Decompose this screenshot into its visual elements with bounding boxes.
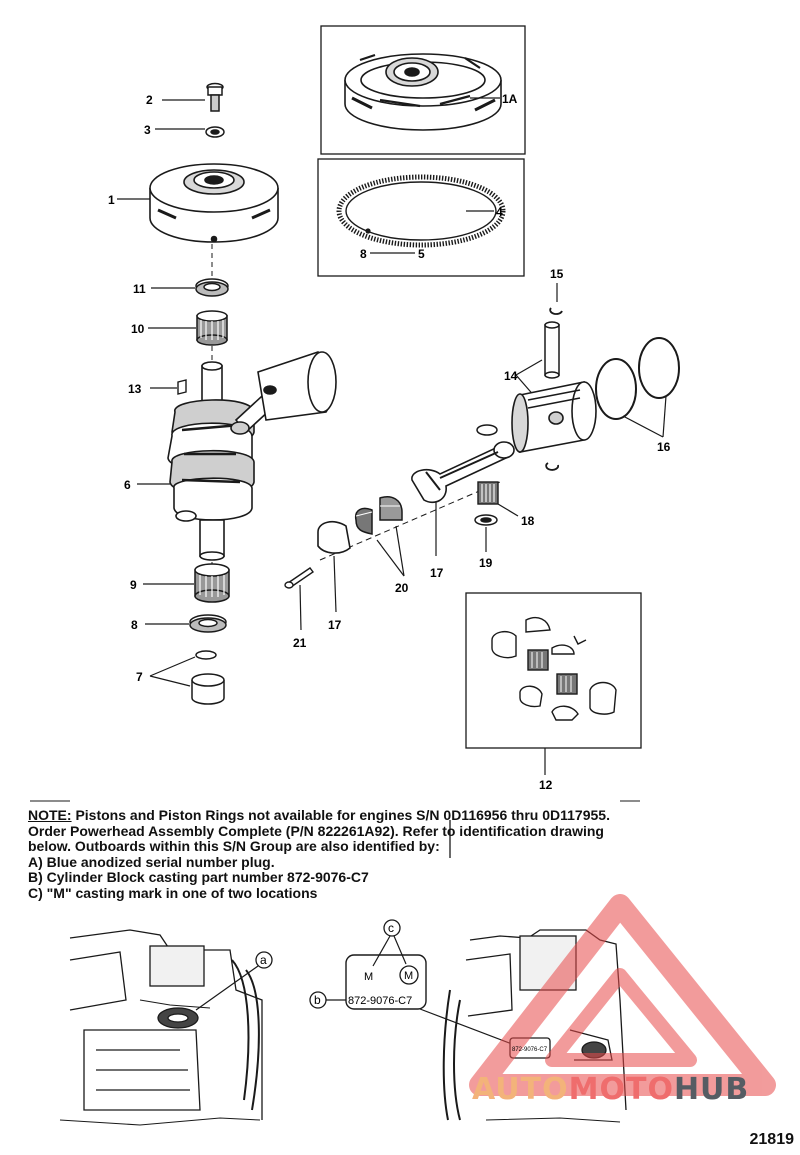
seal-11-part bbox=[195, 278, 229, 297]
key-13-part bbox=[177, 379, 187, 395]
note-line-5: B) Cylinder Block casting part number 87… bbox=[28, 869, 369, 885]
watermark-logo-icon bbox=[469, 894, 776, 1096]
watermark-text: AUTOMOTOHUB bbox=[472, 1072, 750, 1107]
callout-10: 10 bbox=[131, 322, 145, 336]
callout-14: 14 bbox=[504, 369, 518, 383]
casting-number-small-text: 872-9076-C7 bbox=[512, 1047, 548, 1053]
label-b-text: b bbox=[314, 993, 321, 1007]
callout-2: 2 bbox=[146, 93, 153, 107]
figure-number: 21819 bbox=[749, 1131, 795, 1148]
seal-8-part bbox=[189, 614, 227, 633]
label-circle-c bbox=[383, 919, 401, 937]
clip-lower-part bbox=[545, 462, 560, 471]
piston-pin-14-part bbox=[544, 321, 560, 379]
washer-3-part bbox=[205, 126, 225, 138]
screw-2-part bbox=[206, 82, 224, 112]
note-line-1: Pistons and Piston Rings not available f… bbox=[71, 807, 610, 823]
callout-9: 9 bbox=[130, 578, 137, 592]
callout-17b: 17 bbox=[430, 566, 444, 580]
callout-1: 1 bbox=[108, 193, 115, 207]
note-label: NOTE: bbox=[28, 807, 72, 823]
label-circle-a bbox=[255, 951, 273, 969]
piston-rings-16-part bbox=[595, 337, 680, 420]
callout-19: 19 bbox=[479, 556, 493, 570]
ring-sleeve-7-part bbox=[191, 650, 225, 705]
callout-12: 12 bbox=[539, 778, 553, 792]
callout-5: 5 bbox=[418, 247, 425, 261]
ring-gear-part bbox=[336, 174, 506, 248]
callout-18: 18 bbox=[521, 514, 535, 528]
callout-16: 16 bbox=[657, 440, 671, 454]
bearing-10-part bbox=[196, 310, 228, 346]
engine-photo-left bbox=[59, 929, 263, 1126]
clip-15-part bbox=[549, 307, 563, 315]
callout-20: 20 bbox=[395, 581, 409, 595]
note-line-3: below. Outboards within this S/N Group a… bbox=[28, 838, 440, 854]
washer-19-part bbox=[474, 514, 498, 526]
mark-m-circled: M bbox=[404, 970, 413, 982]
callout-13: 13 bbox=[128, 382, 142, 396]
note-line-6: C) "M" casting mark in one of two locati… bbox=[28, 884, 318, 901]
callout-17a: 17 bbox=[328, 618, 342, 632]
flywheel-1a-part bbox=[344, 53, 502, 131]
label-a-text: a bbox=[260, 953, 267, 967]
leader-a bbox=[195, 965, 259, 1011]
callout-15: 15 bbox=[550, 267, 564, 281]
needle-bearing-18-part bbox=[477, 481, 499, 505]
piston-part bbox=[511, 381, 597, 453]
note-line-4: A) Blue anodized serial number plug. bbox=[28, 853, 275, 870]
mark-m-plain: M bbox=[364, 971, 373, 983]
rod-cap-17-part bbox=[317, 520, 351, 554]
callout-21: 21 bbox=[293, 636, 307, 650]
callout-7: 7 bbox=[136, 670, 143, 684]
callout-3: 3 bbox=[144, 123, 151, 137]
inset-box-ring-gear bbox=[317, 158, 525, 277]
callout-8: 8 bbox=[131, 618, 138, 632]
note-line-2: Order Powerhead Assembly Complete (P/N 8… bbox=[28, 822, 604, 839]
washer-upper-18-part bbox=[476, 424, 498, 436]
casting-label-box bbox=[345, 954, 427, 1010]
flywheel-1-part bbox=[149, 163, 279, 243]
leader-casting bbox=[419, 1008, 513, 1045]
callout-6: 6 bbox=[124, 478, 131, 492]
callout-11: 11 bbox=[133, 282, 146, 296]
casting-number-text: 872-9076-C7 bbox=[348, 995, 412, 1007]
callout-8b: 8 bbox=[360, 247, 367, 261]
connecting-rod-17-part bbox=[411, 441, 515, 504]
assembled-piston-rod bbox=[230, 351, 337, 435]
inset-box-flywheel-1a bbox=[320, 25, 526, 155]
label-c-text: c bbox=[388, 921, 394, 935]
crankshaft-6-part bbox=[167, 361, 255, 561]
bearing-9-part bbox=[194, 563, 230, 603]
callout-1a: 1A bbox=[502, 92, 518, 106]
bearing-kit-12-part bbox=[491, 616, 617, 721]
inset-box-bearing-kit bbox=[465, 592, 642, 749]
note-text-block: NOTE: Pistons and Piston Rings not avail… bbox=[28, 807, 728, 901]
callout-4: 4 bbox=[496, 205, 503, 219]
m-mark-circle bbox=[399, 965, 419, 985]
bearing-halves-20-part bbox=[354, 496, 403, 535]
screw-21-part bbox=[284, 567, 314, 589]
